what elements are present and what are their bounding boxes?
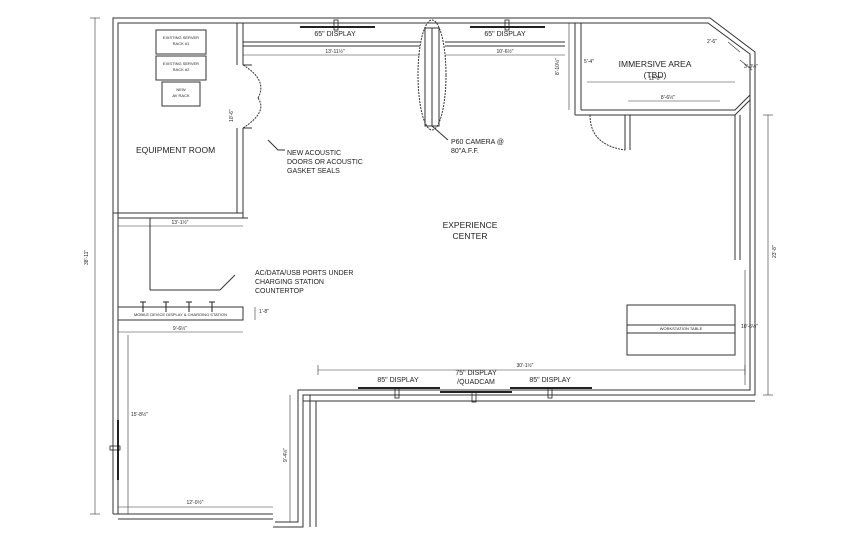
equipment-room-walls xyxy=(113,23,262,219)
workstation-label: WORKSTATION TABLE xyxy=(659,326,703,331)
dim-top-display-right: 10'-6½" xyxy=(496,49,514,55)
display-bottom-right xyxy=(510,387,592,399)
display-top-left-label: 65" DISPLAY xyxy=(314,31,356,38)
workstation-table xyxy=(626,304,736,356)
dim-equip-width: 13'-1½" xyxy=(171,220,189,226)
experience-center-label-line2: CENTER xyxy=(452,231,488,241)
experience-center-label-line1: EXPERIENCE xyxy=(442,220,498,230)
ports-note-line2: CHARGING STATION xyxy=(255,279,324,286)
display-bottom-center xyxy=(440,391,512,403)
display-bottom-right-label: 85" DISPLAY xyxy=(529,377,571,384)
camera-note-line2: 80"A.F.F. xyxy=(451,148,479,155)
ports-note-line3: COUNTERTOP xyxy=(255,288,304,295)
dim-right-height: 23'-8" xyxy=(772,245,778,258)
dim-bottom-wall-width: 30'-1½" xyxy=(516,363,534,369)
dim-lower-drop: 9'-4½" xyxy=(283,447,289,462)
rack3-label-line2: AV RACK xyxy=(172,93,190,98)
dim-bottom-left-width: 12'-0½" xyxy=(186,500,204,506)
rack2-label-line2: RACK #2 xyxy=(172,67,190,72)
display-bottom-center-label-line1: 75" DISPLAY xyxy=(455,370,497,377)
outer-wall xyxy=(112,17,756,528)
dim-left-lower: 15'-8½" xyxy=(131,412,148,418)
top-inner-wall xyxy=(243,41,565,47)
rack-boxes xyxy=(155,29,207,107)
door-leader xyxy=(267,139,285,151)
dim-immersive-corner: 2'-6" xyxy=(707,39,717,45)
rack3-label-line1: NEW xyxy=(176,87,186,92)
camera-housing xyxy=(417,19,449,141)
immersive-area-label-line1: IMMERSIVE AREA xyxy=(618,59,692,69)
dimension-lines xyxy=(90,17,773,522)
rack2-label-line1: EXISTING SERVER xyxy=(162,61,200,66)
rack1-label-line1: EXISTING SERVER xyxy=(162,35,200,40)
dim-mobile-width: 9'-6½" xyxy=(172,326,188,332)
right-interior-wall xyxy=(734,115,741,260)
mobile-charging-counter xyxy=(117,218,244,321)
display-left-wall xyxy=(109,420,121,480)
dim-immersive-depth: 8'-10½" xyxy=(555,58,561,75)
display-bottom-left-label: 85" DISPLAY xyxy=(377,377,419,384)
display-top-right-label: 65" DISPLAY xyxy=(484,31,526,38)
dim-top-display-left: 13'-11½" xyxy=(325,49,345,55)
dim-immersive-top: 12'-0" xyxy=(648,76,662,82)
doors-note-line3: GASKET SEALS xyxy=(287,168,340,175)
immersive-area-label-line2: (TBD) xyxy=(643,70,667,80)
doors-note-line1: NEW ACOUSTIC xyxy=(287,150,342,157)
display-bottom-center-label-line2: /QUADCAM xyxy=(457,379,495,386)
display-top-left xyxy=(300,19,375,31)
dim-equip-door: 10'-6" xyxy=(229,109,235,122)
dim-overall-height: 38'-11" xyxy=(84,249,90,265)
dim-workstation-depth: 10'-6½" xyxy=(741,324,758,330)
dim-immersive-right: 3'-0½" xyxy=(744,64,759,70)
dim-mobile-depth: 1'-8" xyxy=(259,309,269,315)
camera-note-line1: P60 CAMERA @ xyxy=(451,139,505,146)
mobile-device-displays xyxy=(140,301,215,312)
display-bottom-left xyxy=(358,387,440,399)
rack1-label-line2: RACK #1 xyxy=(172,41,190,46)
dim-immersive-left: 5'-4" xyxy=(584,59,594,65)
ports-note-line1: AC/DATA/USB PORTS UNDER xyxy=(255,270,354,277)
equipment-room-label: EQUIPMENT ROOM xyxy=(136,145,216,155)
display-top-right xyxy=(470,19,545,31)
dim-immersive-inner: 8'-6½" xyxy=(660,95,676,101)
mobile-station-label: MOBILE DEVICE DISPLAY & CHARGING STATION xyxy=(133,312,228,317)
doors-note-line2: DOORS OR ACOUSTIC xyxy=(287,159,363,166)
